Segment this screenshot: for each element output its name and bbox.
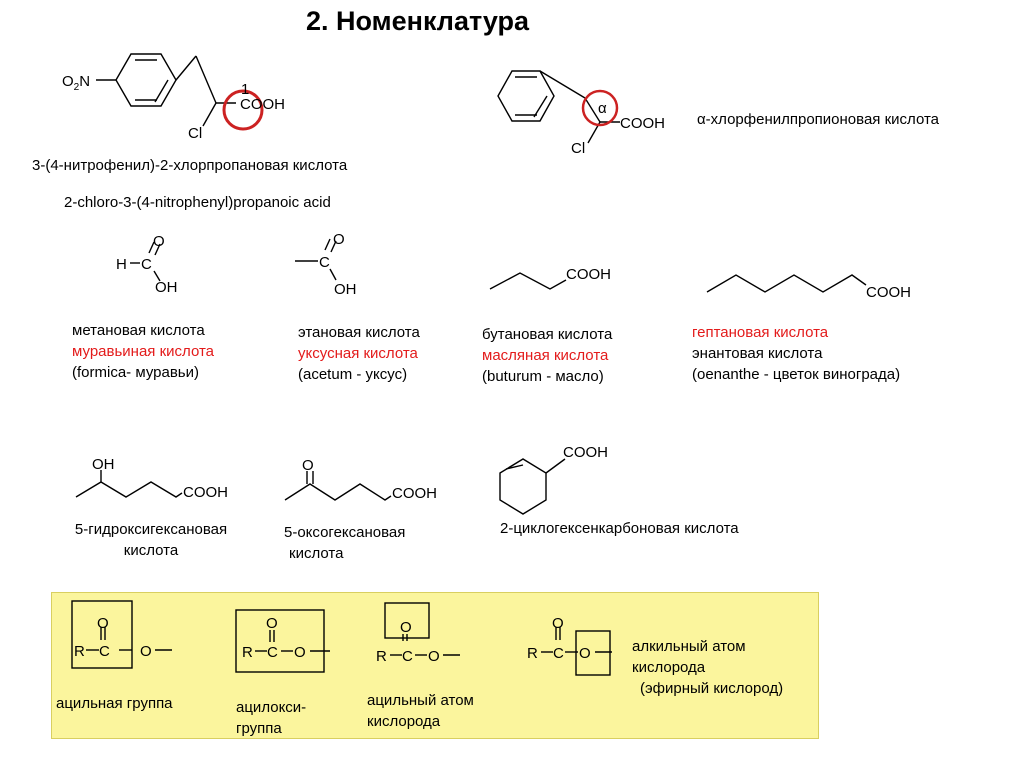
- label-alkyl-oxygen-line3: (эфирный кислород): [640, 680, 784, 697]
- atom-cooh-hydroxy: COOH: [183, 484, 228, 501]
- name-butanoic-origin: (buturum - масло): [482, 368, 604, 385]
- acyl-oxygen-o2: O: [428, 648, 440, 665]
- atom-cooh-2: COOH: [620, 115, 665, 132]
- acyl-o2: O: [140, 643, 152, 660]
- acyl-r: R: [74, 643, 85, 660]
- atom-cl-2: Cl: [571, 140, 585, 157]
- name-methanoic-origin: (formica- муравьи): [72, 364, 199, 381]
- alkyl-oxygen-c: C: [553, 645, 564, 662]
- atom-h-formic: H: [116, 256, 127, 273]
- structure-cyclohexene: [499, 458, 566, 515]
- label-acyl-oxygen-line1: ацильный атом: [367, 692, 474, 709]
- atom-cooh-cyclohexene: COOH: [563, 444, 608, 461]
- structure-heptanoic-chain: [706, 274, 867, 293]
- acyloxy-r: R: [242, 644, 253, 661]
- structure-formic-acid: [130, 241, 161, 282]
- name-heptanoic-systematic: гептановая кислота: [692, 324, 829, 341]
- highlight-circle-alpha: [581, 89, 619, 127]
- structure-butanoic-chain: [489, 272, 567, 290]
- acyl-oxygen-structure: [384, 602, 460, 656]
- acyloxy-c: C: [267, 644, 278, 661]
- acyloxy-o: O: [266, 615, 278, 632]
- name-ethanoic-systematic: этановая кислота: [298, 324, 420, 341]
- atom-oh-acetic: OH: [334, 281, 357, 298]
- atom-o-formic: O: [153, 233, 165, 250]
- name-methanoic-common: муравьиная кислота: [72, 343, 214, 360]
- name-butanoic: бутановая кислота масляная кислота (butu…: [482, 324, 612, 387]
- atom-o2n: O2N: [62, 73, 90, 93]
- atom-cooh-1: COOH: [240, 96, 285, 113]
- atom-alpha: α: [598, 100, 607, 117]
- name-heptanoic-origin: (oenanthe - цветок винограда): [692, 366, 901, 383]
- atom-c-acetic: C: [319, 254, 330, 271]
- structure-oxohexanoic: [284, 471, 392, 501]
- atom-cooh-heptanoic: COOH: [866, 284, 911, 301]
- name-methanoic: метановая кислота муравьиная кислота (fo…: [72, 320, 214, 383]
- alkyl-oxygen-structure: [541, 627, 612, 676]
- label-alkyl-oxygen-line1: алкильный атом: [632, 638, 746, 655]
- atom-cooh-butanoic: COOH: [566, 266, 611, 283]
- structure-nitrophenyl-chloropropanoic: [96, 53, 236, 127]
- acyl-o: O: [97, 615, 109, 632]
- label-acyl-group: ацильная группа: [56, 695, 173, 712]
- page-title: 2. Номенклатура: [306, 6, 530, 36]
- alkyl-oxygen-o2: O: [579, 645, 591, 662]
- acyloxy-group-structure: [235, 609, 330, 673]
- acyl-c: C: [99, 643, 110, 660]
- name-ethanoic: этановая кислота уксусная кислота (acetu…: [298, 322, 420, 385]
- acyl-oxygen-c: C: [402, 648, 413, 665]
- name-heptanoic: гептановая кислота энантовая кислота (oe…: [692, 322, 900, 385]
- name-hydroxyhexanoic-line1: 5-гидроксигексановая: [74, 521, 228, 538]
- name-oxohexanoic-line2: кислота: [289, 545, 344, 562]
- name-ethanoic-common: уксусная кислота: [298, 345, 418, 362]
- structure-alpha-chlorophenylpropionic: [497, 70, 620, 144]
- atom-cooh-oxo: COOH: [392, 485, 437, 502]
- label-alkyl-oxygen: алкильный атом кислорода (эфирный кислор…: [632, 636, 783, 699]
- structure-hydroxyhexanoic: [75, 470, 183, 498]
- label-acyloxy-group: ацилокси- группа: [236, 697, 306, 739]
- alkyl-oxygen-o: O: [552, 615, 564, 632]
- name-heptanoic-common: энантовая кислота: [692, 345, 823, 362]
- name-cyclohexenecarboxylic: 2-циклогексенкарбоновая кислота: [500, 520, 739, 537]
- highlight-circle-c1: [222, 89, 264, 131]
- name-butanoic-common: масляная кислота: [482, 347, 609, 364]
- name-hydroxyhexanoic-line2: кислота: [123, 542, 179, 559]
- atom-oh-hydroxy: OH: [92, 456, 115, 473]
- alkyl-oxygen-r: R: [527, 645, 538, 662]
- name-oxohexanoic: 5-оксогексановая кислота: [284, 522, 405, 564]
- name-nitrophenyl-ru: 3-(4-нитрофенил)-2-хлорпропановая кислот…: [32, 157, 348, 174]
- name-hydroxyhexanoic: 5-гидроксигексановая кислота: [56, 519, 246, 561]
- name-methanoic-systematic: метановая кислота: [72, 322, 205, 339]
- name-nitrophenyl-en: 2-chloro-3-(4-nitrophenyl)propanoic acid: [64, 194, 331, 211]
- name-alpha-chlorophenylpropionic: α-хлорфенилпропионовая кислота: [697, 111, 939, 128]
- label-acyloxy-line2: группа: [236, 720, 282, 737]
- acyl-oxygen-r: R: [376, 648, 387, 665]
- atom-cl-1: Cl: [188, 125, 202, 142]
- atom-number-1: 1: [241, 81, 249, 98]
- atom-o-oxo: O: [302, 457, 314, 474]
- name-butanoic-systematic: бутановая кислота: [482, 326, 613, 343]
- acyl-oxygen-o: O: [400, 619, 412, 636]
- name-ethanoic-origin: (acetum - уксус): [298, 366, 408, 383]
- acyl-group-structure: [71, 600, 172, 669]
- label-acyl-oxygen-line2: кислорода: [367, 713, 441, 730]
- name-oxohexanoic-line1: 5-оксогексановая: [284, 524, 406, 541]
- label-acyl-oxygen: ацильный атом кислорода: [367, 690, 474, 732]
- functional-groups-panel: [51, 592, 819, 739]
- structure-acetic-acid: [295, 238, 337, 281]
- label-alkyl-oxygen-line2: кислорода: [632, 659, 706, 676]
- atom-o-acetic: O: [333, 231, 345, 248]
- atom-c-formic: C: [141, 256, 152, 273]
- atom-oh-formic: OH: [155, 279, 178, 296]
- label-acyloxy-line1: ацилокси-: [236, 699, 307, 716]
- acyloxy-o2: O: [294, 644, 306, 661]
